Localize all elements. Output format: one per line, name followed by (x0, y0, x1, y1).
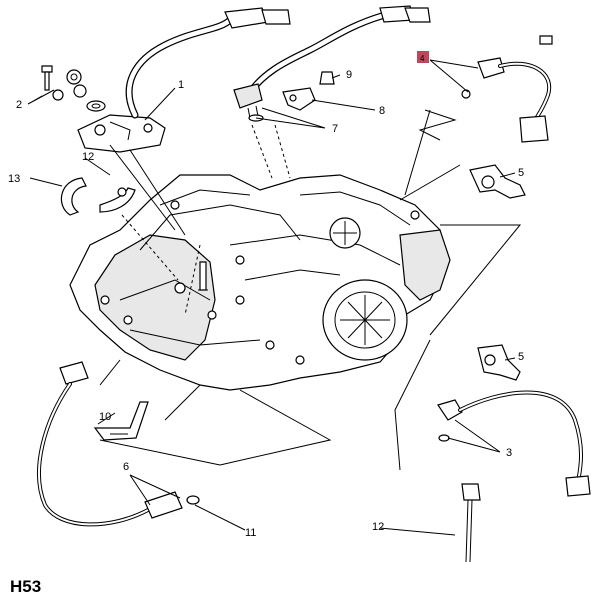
callout-9: 9 (346, 69, 352, 81)
callout-13: 13 (8, 173, 20, 185)
position-switch-assembly (77, 7, 291, 153)
callout-10: 10 (99, 411, 111, 423)
diagram-code: H53 (10, 577, 41, 596)
retaining-clip (60, 177, 136, 216)
callout-12-upper: 12 (82, 151, 94, 163)
callout-7: 7 (332, 123, 338, 135)
callout-labels: 1 2 9 8 7 4 12 13 5 5 3 10 6 11 12 (8, 51, 524, 539)
mounting-bracket (93, 401, 149, 441)
rod-with-plug (461, 483, 481, 563)
sensor-left-harness (37, 361, 200, 527)
callout-5-lower: 5 (518, 351, 524, 363)
bolt-washer-set (41, 65, 106, 112)
speed-sensor-lower (437, 344, 591, 497)
leader-lines (27, 59, 516, 536)
guide-lines (99, 109, 522, 471)
callout-12-lower: 12 (372, 521, 384, 533)
bracket-and-plug (233, 5, 431, 122)
speed-sensor-upper (461, 35, 553, 199)
callout-4: 4 (420, 54, 425, 63)
transmission-housing (69, 174, 451, 391)
callout-4-highlight (417, 51, 429, 63)
callout-1: 1 (178, 79, 184, 91)
callout-3: 3 (506, 447, 512, 459)
callout-11: 11 (245, 527, 256, 539)
callout-8: 8 (379, 105, 385, 117)
callout-6: 6 (123, 461, 129, 473)
callout-2: 2 (16, 99, 22, 111)
callout-5-upper: 5 (518, 167, 524, 179)
